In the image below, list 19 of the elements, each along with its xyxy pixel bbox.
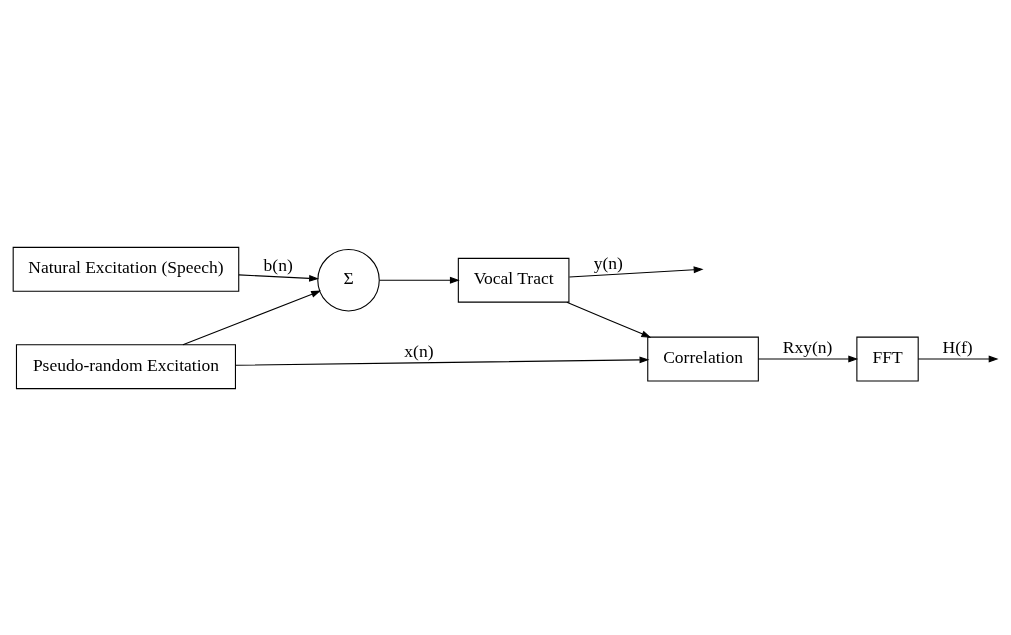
edge-label: H(f) (942, 336, 973, 357)
arrow (235, 355, 650, 366)
arrow (757, 355, 859, 362)
arrow (566, 301, 652, 338)
edge-label: y(n) (593, 252, 623, 273)
node-box: FFT (856, 336, 919, 381)
arrow (917, 355, 999, 362)
edge-label: Rxy(n) (782, 336, 833, 357)
edge-label: x(n) (404, 340, 434, 361)
node-box: Vocal Tract (457, 257, 570, 303)
edge-label: b(n) (263, 254, 293, 275)
arrow (238, 273, 319, 282)
node-box: Pseudo-random Excitation (15, 343, 236, 389)
arrow (182, 290, 322, 345)
node-circle: Σ (317, 248, 380, 311)
arrow (568, 265, 704, 278)
node-box: Correlation (647, 336, 759, 381)
arrow (378, 276, 460, 284)
node-box: Natural Excitation (Speech) (12, 246, 240, 292)
